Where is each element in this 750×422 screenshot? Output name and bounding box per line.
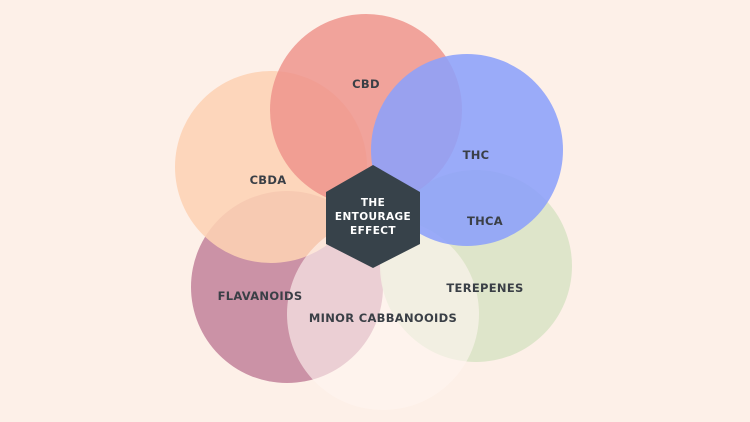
label-flavanoids: FLAVANOIDS [218,289,303,303]
petal-labels: CBD THC CBDA THCA FLAVANOIDS TEREPENES M… [218,77,524,325]
minor-cabbanooids-circle [287,218,479,410]
center-title: THE ENTOURAGE EFFECT [335,197,411,237]
center-title-line1: THE [361,197,385,209]
center-hexagon [326,165,420,268]
label-minor-cabbanooids: MINOR CABBANOOIDS [309,311,457,325]
label-cbd: CBD [352,77,380,91]
label-thc: THC [463,148,490,162]
center-title-line3: EFFECT [350,225,396,237]
petal-circles [175,14,572,410]
center-title-line2: ENTOURAGE [335,211,411,223]
label-terepenes: TEREPENES [446,281,523,295]
label-thca: THCA [467,214,503,228]
label-cbda: CBDA [250,173,287,187]
